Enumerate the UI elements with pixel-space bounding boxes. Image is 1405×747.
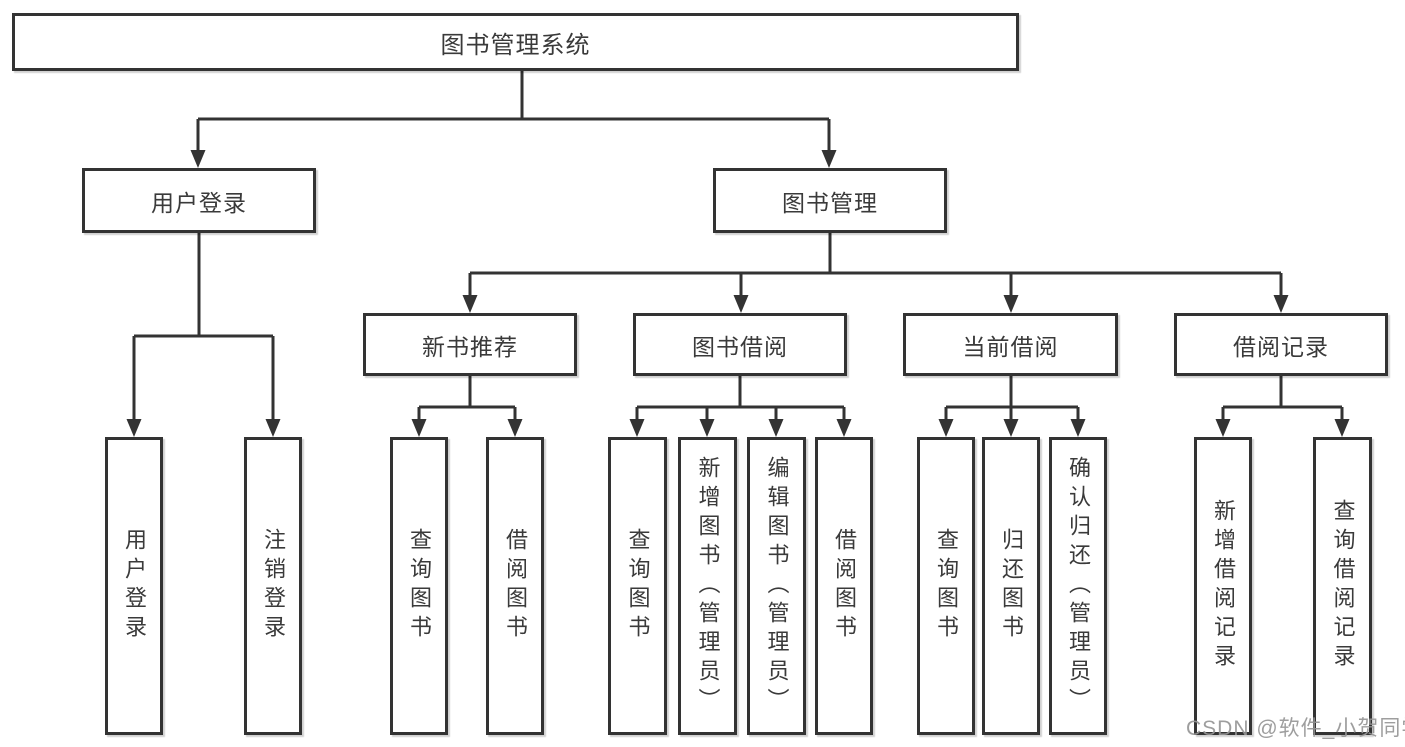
node-book-management-label: 图书管理 [782,189,878,216]
arrowhead-icon [629,419,645,437]
arrowhead-icon [938,419,954,437]
arrowhead-icon [768,419,784,437]
leaf-query-books-current-label: 查询图书 [934,528,959,644]
arrowhead-icon [699,419,715,437]
arrowhead-icon [462,295,478,313]
leaf-return-book: 归还图书 [982,437,1040,735]
leaf-confirm-return-admin: 确认归还（管理员） [1049,437,1107,735]
leaf-confirm-return-admin-label: 确认归还（管理员） [1066,455,1091,717]
leaf-add-borrow-record: 新增借阅记录 [1194,437,1252,735]
node-new-book-recommendation: 新书推荐 [363,313,577,376]
node-book-borrowing: 图书借阅 [633,313,847,376]
leaf-borrow-books-recommend-label: 借阅图书 [503,528,528,644]
node-borrowing-records-label: 借阅记录 [1233,333,1329,360]
leaf-add-book-admin: 新增图书（管理员） [678,437,737,735]
arrowhead-icon [411,419,427,437]
leaf-borrow-books-recommend: 借阅图书 [486,437,544,735]
leaf-add-book-admin-label: 新增图书（管理员） [695,455,721,717]
arrowhead-icon [507,419,523,437]
arrowhead-icon [265,419,281,437]
arrowhead-icon [821,150,837,168]
leaf-return-book-label: 归还图书 [999,528,1024,644]
node-root-label: 图书管理系统 [440,31,591,59]
arrowhead-icon [126,419,142,437]
leaf-query-books-current: 查询图书 [917,437,975,735]
arrowhead-icon [1003,295,1019,313]
node-borrowing-records: 借阅记录 [1174,313,1388,376]
leaf-logout: 注销登录 [244,437,302,735]
arrowhead-icon [190,150,206,168]
leaf-query-borrow-record-label: 查询借阅记录 [1330,499,1356,673]
leaf-edit-book-admin: 编辑图书（管理员） [747,437,806,735]
arrowhead-icon [836,419,852,437]
leaf-query-books-recommend: 查询图书 [390,437,448,735]
node-new-book-recommendation-label: 新书推荐 [422,333,518,360]
node-current-borrowing-label: 当前借阅 [962,333,1059,360]
leaf-logout-label: 注销登录 [261,528,286,644]
arrowhead-icon [733,295,749,313]
arrowhead-icon [1070,419,1086,437]
leaf-user-login-label: 用户登录 [122,528,147,644]
leaf-query-books-borrowing: 查询图书 [608,437,667,735]
node-book-borrowing-label: 图书借阅 [692,333,788,360]
leaf-user-login: 用户登录 [105,437,163,735]
leaf-add-borrow-record-label: 新增借阅记录 [1211,499,1236,673]
node-root: 图书管理系统 [12,13,1019,71]
leaf-query-books-recommend-label: 查询图书 [407,528,432,644]
node-user-login-label: 用户登录 [151,189,247,216]
arrowhead-icon [1273,295,1289,313]
leaf-edit-book-admin-label: 编辑图书（管理员） [764,455,790,717]
node-book-management: 图书管理 [713,168,947,233]
arrowhead-icon [1334,419,1350,437]
watermark: CSDN @软件_小贺同学 [1186,717,1405,740]
leaf-borrow-books-borrowing: 借阅图书 [815,437,873,735]
arrowhead-icon [1215,419,1231,437]
leaf-query-books-borrowing-label: 查询图书 [625,528,651,644]
node-user-login: 用户登录 [82,168,316,233]
leaf-query-borrow-record: 查询借阅记录 [1313,437,1372,735]
arrowhead-icon [1003,419,1019,437]
leaf-borrow-books-borrowing-label: 借阅图书 [832,528,857,644]
node-current-borrowing: 当前借阅 [903,313,1118,376]
